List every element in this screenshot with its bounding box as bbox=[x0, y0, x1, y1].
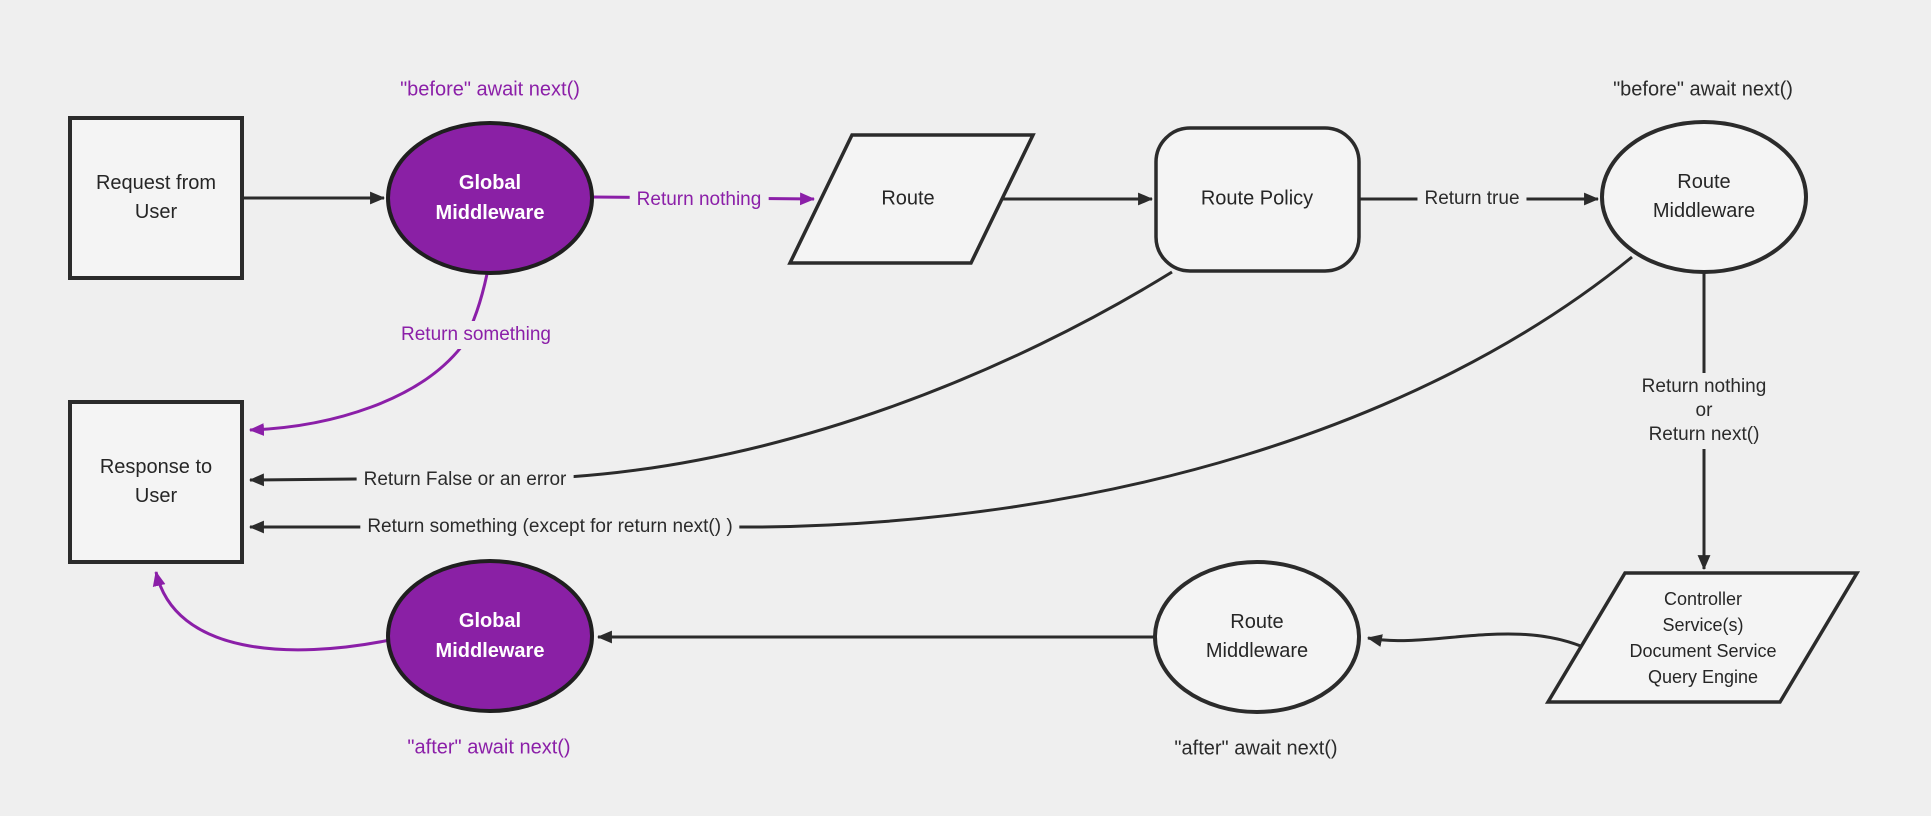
route-node bbox=[787, 133, 1036, 265]
edge-global-middleware-bottom-to-response bbox=[152, 570, 391, 652]
edge-route-policy-return-false-to-response bbox=[248, 270, 1173, 487]
edge-controller-to-route-middleware-bottom bbox=[1366, 632, 1591, 652]
request-node bbox=[68, 116, 244, 280]
response-node bbox=[68, 400, 244, 564]
global-middleware-bottom-node bbox=[386, 559, 594, 713]
route-middleware-bottom-node bbox=[1153, 560, 1361, 714]
global-middleware-top-node bbox=[386, 121, 594, 275]
controller-node bbox=[1544, 571, 1861, 704]
edge-global-middleware-to-route bbox=[591, 192, 816, 206]
route-policy-node bbox=[1154, 126, 1361, 273]
edge-route-middleware-return-something-to-response bbox=[248, 255, 1633, 534]
edge-global-middleware-return-something-to-response bbox=[248, 273, 489, 436]
route-middleware-top-node bbox=[1600, 120, 1808, 274]
